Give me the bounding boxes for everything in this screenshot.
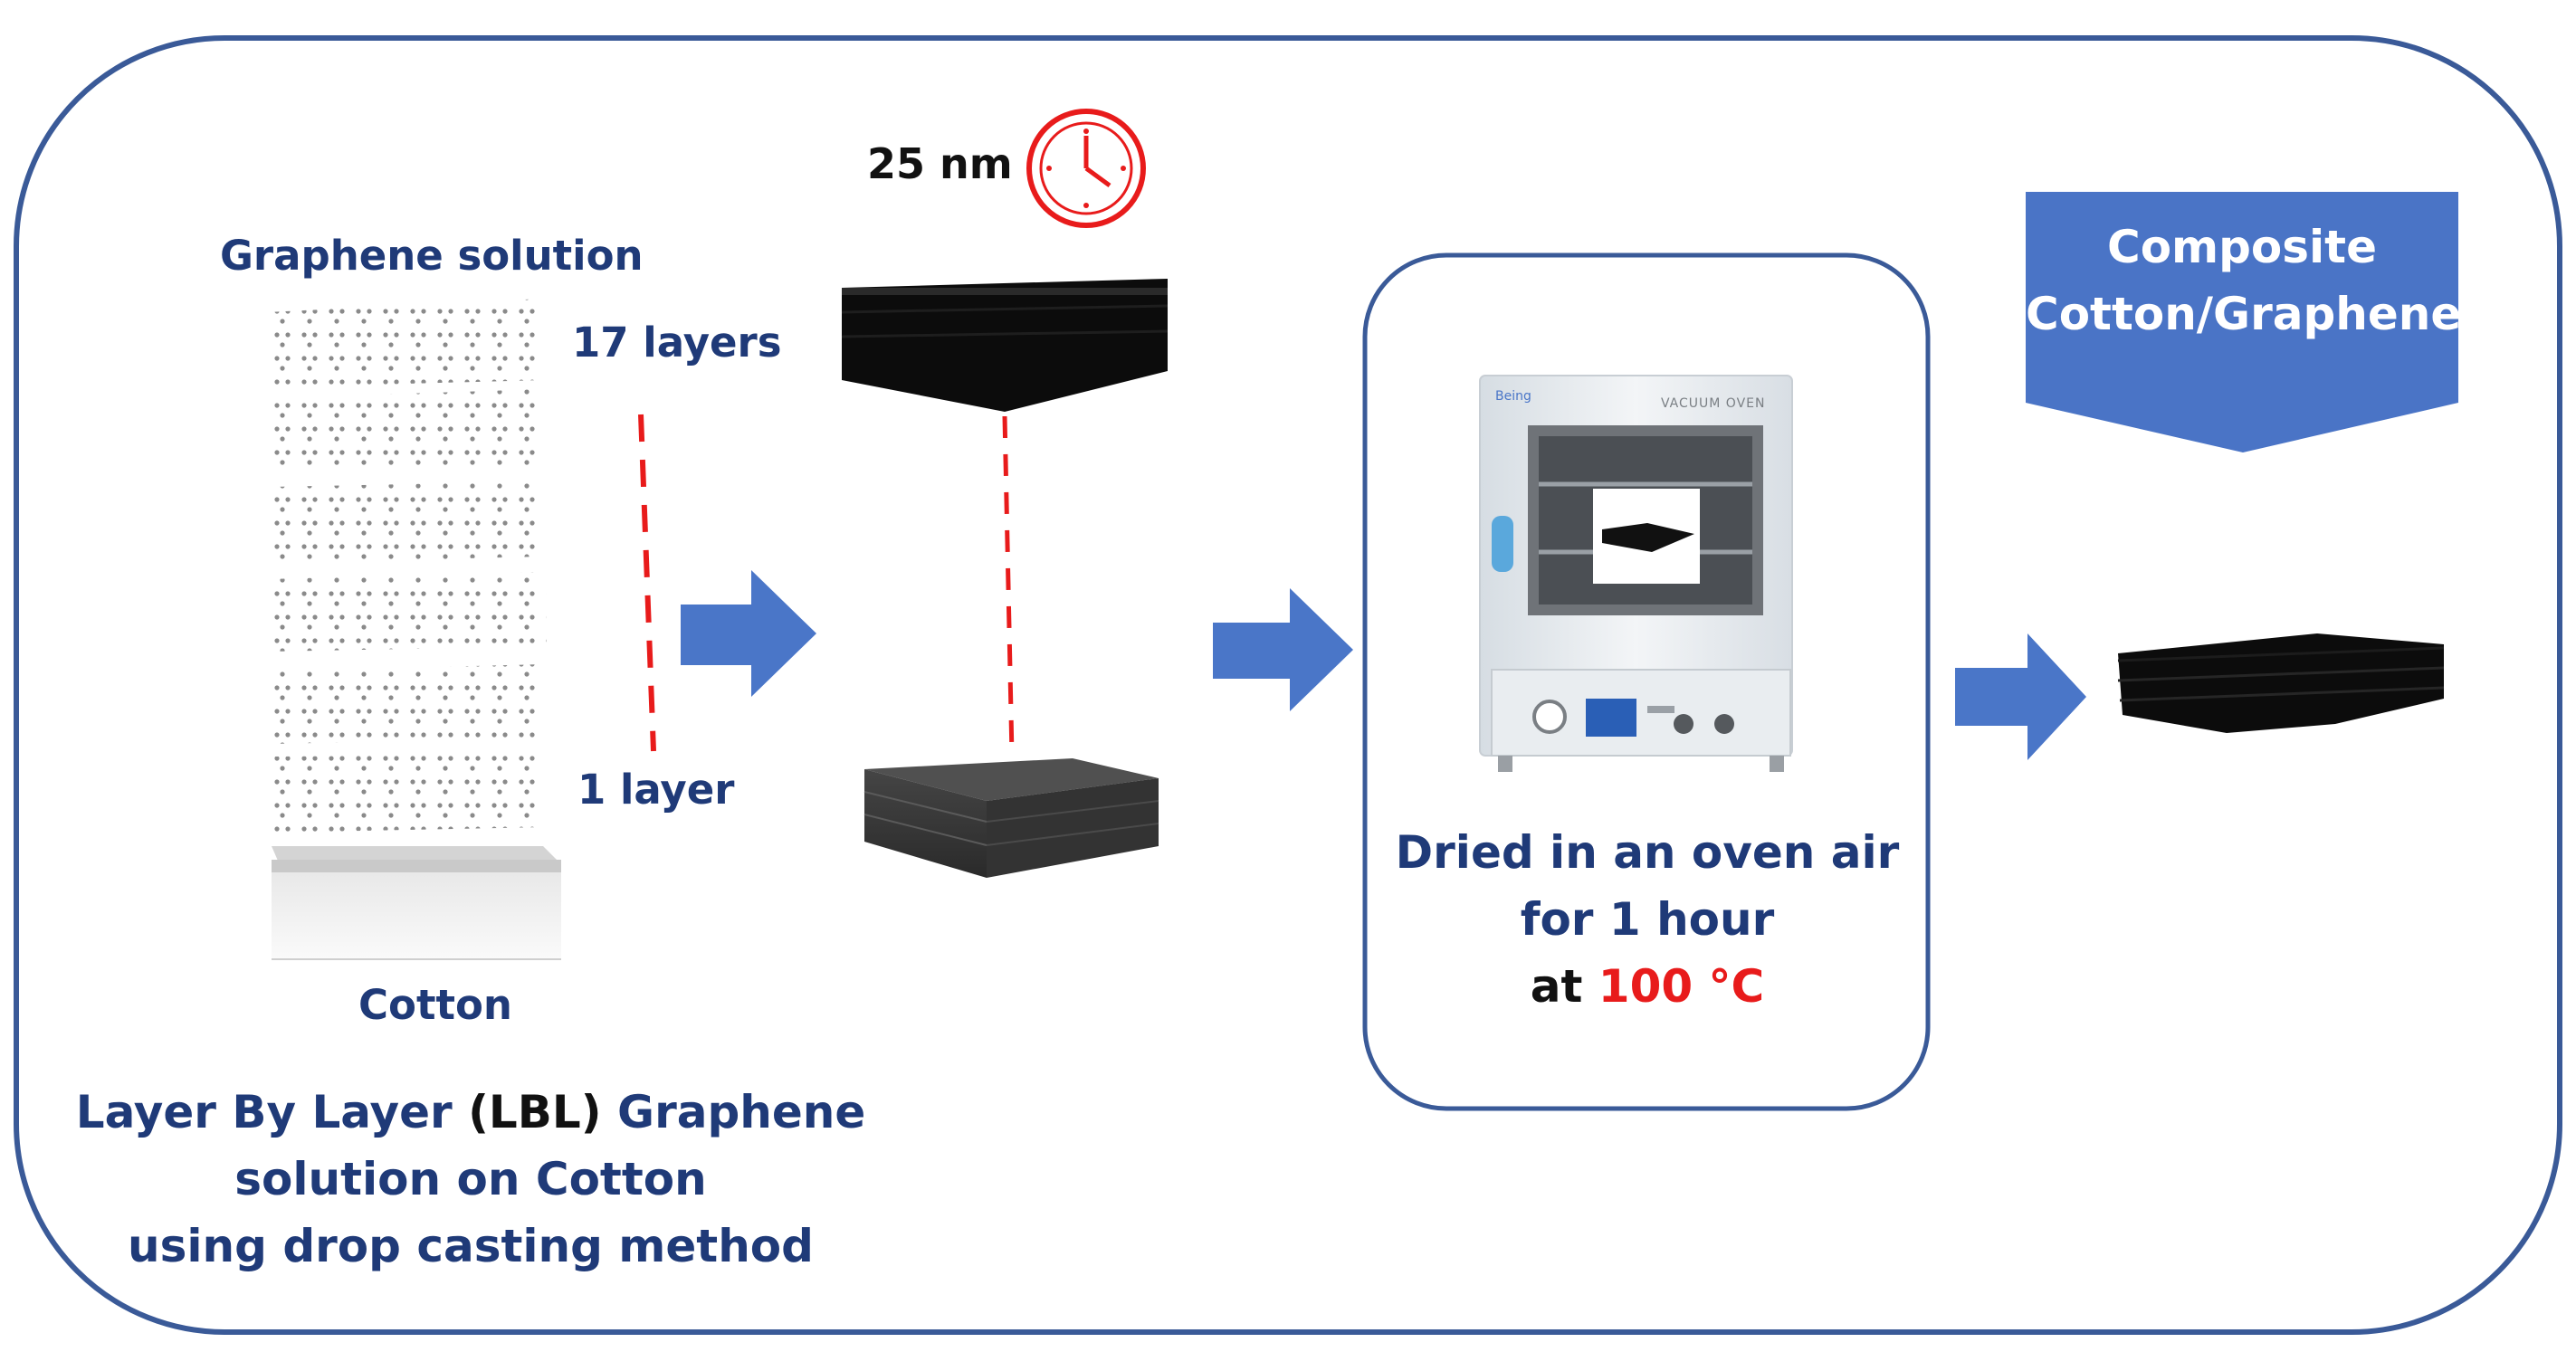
graphene-layer bbox=[258, 389, 548, 480]
process-arrow bbox=[681, 570, 816, 697]
composite-banner bbox=[2026, 192, 2458, 452]
lbl-abbreviation: (LBL) bbox=[468, 1086, 602, 1138]
clock-icon bbox=[1026, 109, 1146, 228]
process-arrow bbox=[1955, 633, 2086, 760]
thickness-label: 25 nm bbox=[867, 139, 1013, 188]
bottom-layer-count-label: 1 layer bbox=[577, 766, 735, 814]
graphene-layer bbox=[258, 299, 548, 394]
oven-brand-label: Being bbox=[1495, 389, 1531, 404]
caption-text: Graphene bbox=[601, 1086, 866, 1138]
caption-text: for 1 hour bbox=[1520, 893, 1775, 946]
caption-text: Layer By Layer bbox=[75, 1086, 469, 1138]
vacuum-oven-image bbox=[1479, 375, 1793, 772]
process-arrow bbox=[1213, 588, 1353, 711]
layer-range-dashed-line bbox=[638, 414, 656, 752]
composite-banner-text: Composite Cotton/Graphene bbox=[2026, 214, 2462, 348]
step1-caption: Layer By Layer (LBL) Graphene solution o… bbox=[54, 1079, 887, 1280]
graphene-layer-stack bbox=[258, 299, 548, 842]
composite-film-image bbox=[2117, 633, 2445, 733]
cotton-label: Cotton bbox=[358, 981, 512, 1029]
graphene-layer bbox=[258, 480, 548, 570]
banner-line: Composite bbox=[2107, 221, 2377, 273]
cotton-substrate-image bbox=[272, 846, 561, 960]
temperature-value: 100 °C bbox=[1598, 960, 1765, 1013]
graphene-layer bbox=[258, 570, 548, 661]
oven-caption: Dried in an oven air for 1 hour at 100 °… bbox=[1371, 819, 1923, 1020]
oven-model-label: VACUUM OVEN bbox=[1661, 396, 1766, 411]
graphene-layer bbox=[258, 751, 548, 842]
caption-text: at bbox=[1530, 960, 1598, 1013]
caption-text: using drop casting method bbox=[128, 1220, 814, 1272]
stack-dashed-line bbox=[1002, 415, 1015, 757]
caption-text: Dried in an oven air bbox=[1395, 826, 1900, 879]
graphene-layer bbox=[258, 661, 548, 751]
outer-frame bbox=[14, 35, 2562, 1335]
graphene-solution-label: Graphene solution bbox=[220, 232, 644, 280]
banner-line: Cotton/Graphene bbox=[2026, 288, 2462, 340]
top-layer-count-label: 17 layers bbox=[572, 319, 782, 367]
graphene-film-stack-image bbox=[841, 279, 1169, 412]
caption-text: solution on Cotton bbox=[234, 1153, 707, 1205]
base-film-image bbox=[863, 758, 1159, 878]
